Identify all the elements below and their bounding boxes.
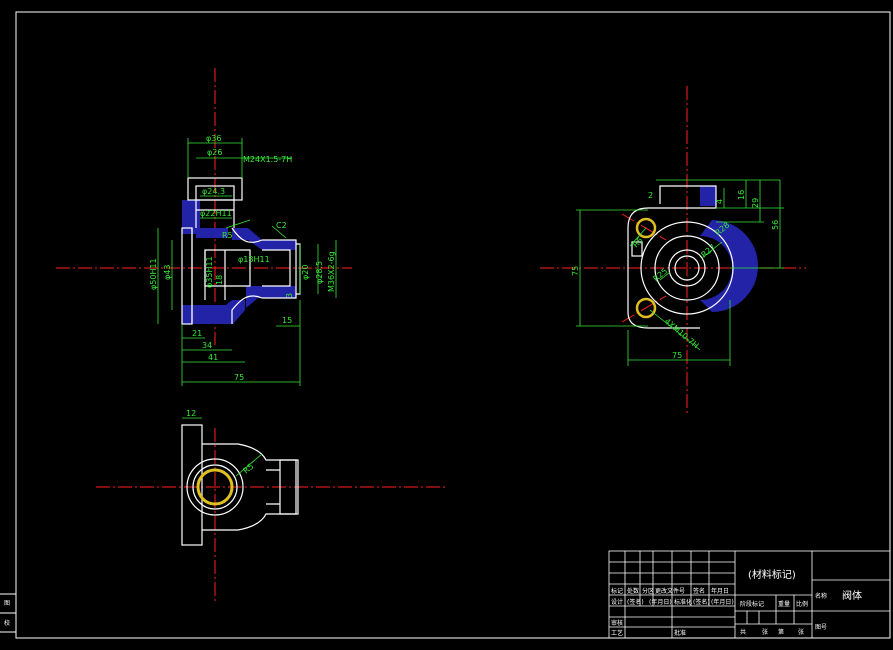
header-cell-3: 签名 [693,587,705,595]
top-centerlines [96,428,446,604]
design-cell-4: (年月日) [711,598,734,606]
side-dim-r27: R27 [700,243,718,260]
dim-phi43: φ43 [163,265,172,280]
sheet-unit: 张 [762,628,768,636]
top-dim-lines [182,417,263,477]
dim-phi28-5: φ28.5 [315,261,324,284]
side-threaded-holes [635,217,657,319]
row-label-review: 审核 [611,619,623,627]
material-mark: (材料标记) [748,568,796,581]
side-view[interactable]: 75 75 2 4 16 29 56 R5 R25 R27 R28 4XM10-… [540,86,806,414]
margin-label-1: 校 [4,619,10,627]
drawing-no-label: 图号 [815,624,827,631]
design-cell-2: 标准化 [674,598,692,606]
title-block-grid [608,550,891,639]
front-centerlines [56,68,352,345]
header-cell-4: 年月日 [711,587,729,595]
side-dim-4: 4 [715,199,724,204]
top-dim-r5: R5 [242,462,256,476]
design-cell-3: (签名) [693,598,710,606]
side-dim-16: 16 [737,190,746,200]
top-view[interactable]: 12 R5 [96,409,446,604]
dim-21: 21 [192,329,202,338]
sheet-unit2: 张 [798,628,804,636]
top-thread-circle [196,468,234,506]
dim-phi50h11: φ50H11 [149,258,158,290]
row-label-design: 设计 [611,598,623,606]
side-dim-75h: 75 [672,351,682,360]
dim-m24: M24X1.5-7H [243,155,292,164]
dim-r5: R5 [222,231,233,240]
dim-phi26: φ26 [207,148,222,157]
dim-phi18h11: φ18H11 [238,255,270,264]
scale-label: 比例 [796,600,808,608]
side-dim-r25: R25 [652,267,670,284]
side-section-hatch [700,186,758,312]
dim-phi24-3: φ24.3 [202,187,225,196]
sheet-no: 第 [778,628,784,636]
header-cell-1: 分区 [642,587,654,595]
dim-m36: M36X2-6g [327,251,336,292]
side-dim-2: 2 [648,191,653,200]
margin-label-0: 图 [4,600,10,607]
dim-c2: C2 [276,221,287,230]
side-dim-29: 29 [751,198,760,208]
row-label-process: 工艺 [611,629,623,637]
side-dim-m10: 4XM10-7H [663,317,701,351]
front-view[interactable]: φ36 φ26 M24X1.5-7H φ24.3 φ22H11 φ50H11 φ… [56,68,352,386]
sheet-border [0,11,891,639]
header-cell-0: 处数 [627,587,639,595]
approve-label: 批准 [674,629,686,637]
sheet-total: 共 [740,628,746,636]
dim-phi35h11: φ35H11 [205,256,214,288]
side-dim-75v: 75 [571,266,580,276]
top-outline [181,424,299,546]
dim-phi22h11: φ22H11 [200,209,232,218]
weight-label: 重量 [778,600,790,608]
front-dim-lines [157,138,337,386]
row-label-mark: 标记 [611,587,623,595]
dim-18: 18 [215,275,224,285]
part-name: 阀体 [842,589,862,602]
top-dim-12: 12 [186,409,196,418]
dim-41: 41 [208,353,218,362]
front-section-hatch [182,200,296,324]
side-dim-56: 56 [771,220,780,230]
dim-phi36: φ36 [206,134,221,143]
stage-mark: 阶段标记 [740,600,764,608]
header-cell-2: 更改文件号 [655,587,685,595]
dim-34: 34 [202,341,212,350]
design-cell-0: (签名) [627,598,644,606]
dim-75: 75 [234,373,244,382]
dim-15: 15 [282,316,292,325]
title-block[interactable]: (材料标记) 名称 阀体 图号 标记 设计 审核 工艺 处数 分区 更改文件号 … [608,550,891,639]
name-label: 名称 [815,592,827,600]
side-dim-lines [576,179,784,366]
dim-phi20: φ20 [301,265,310,280]
design-cell-1: (年月日) [649,598,672,606]
dim-3: 3 [285,293,294,298]
